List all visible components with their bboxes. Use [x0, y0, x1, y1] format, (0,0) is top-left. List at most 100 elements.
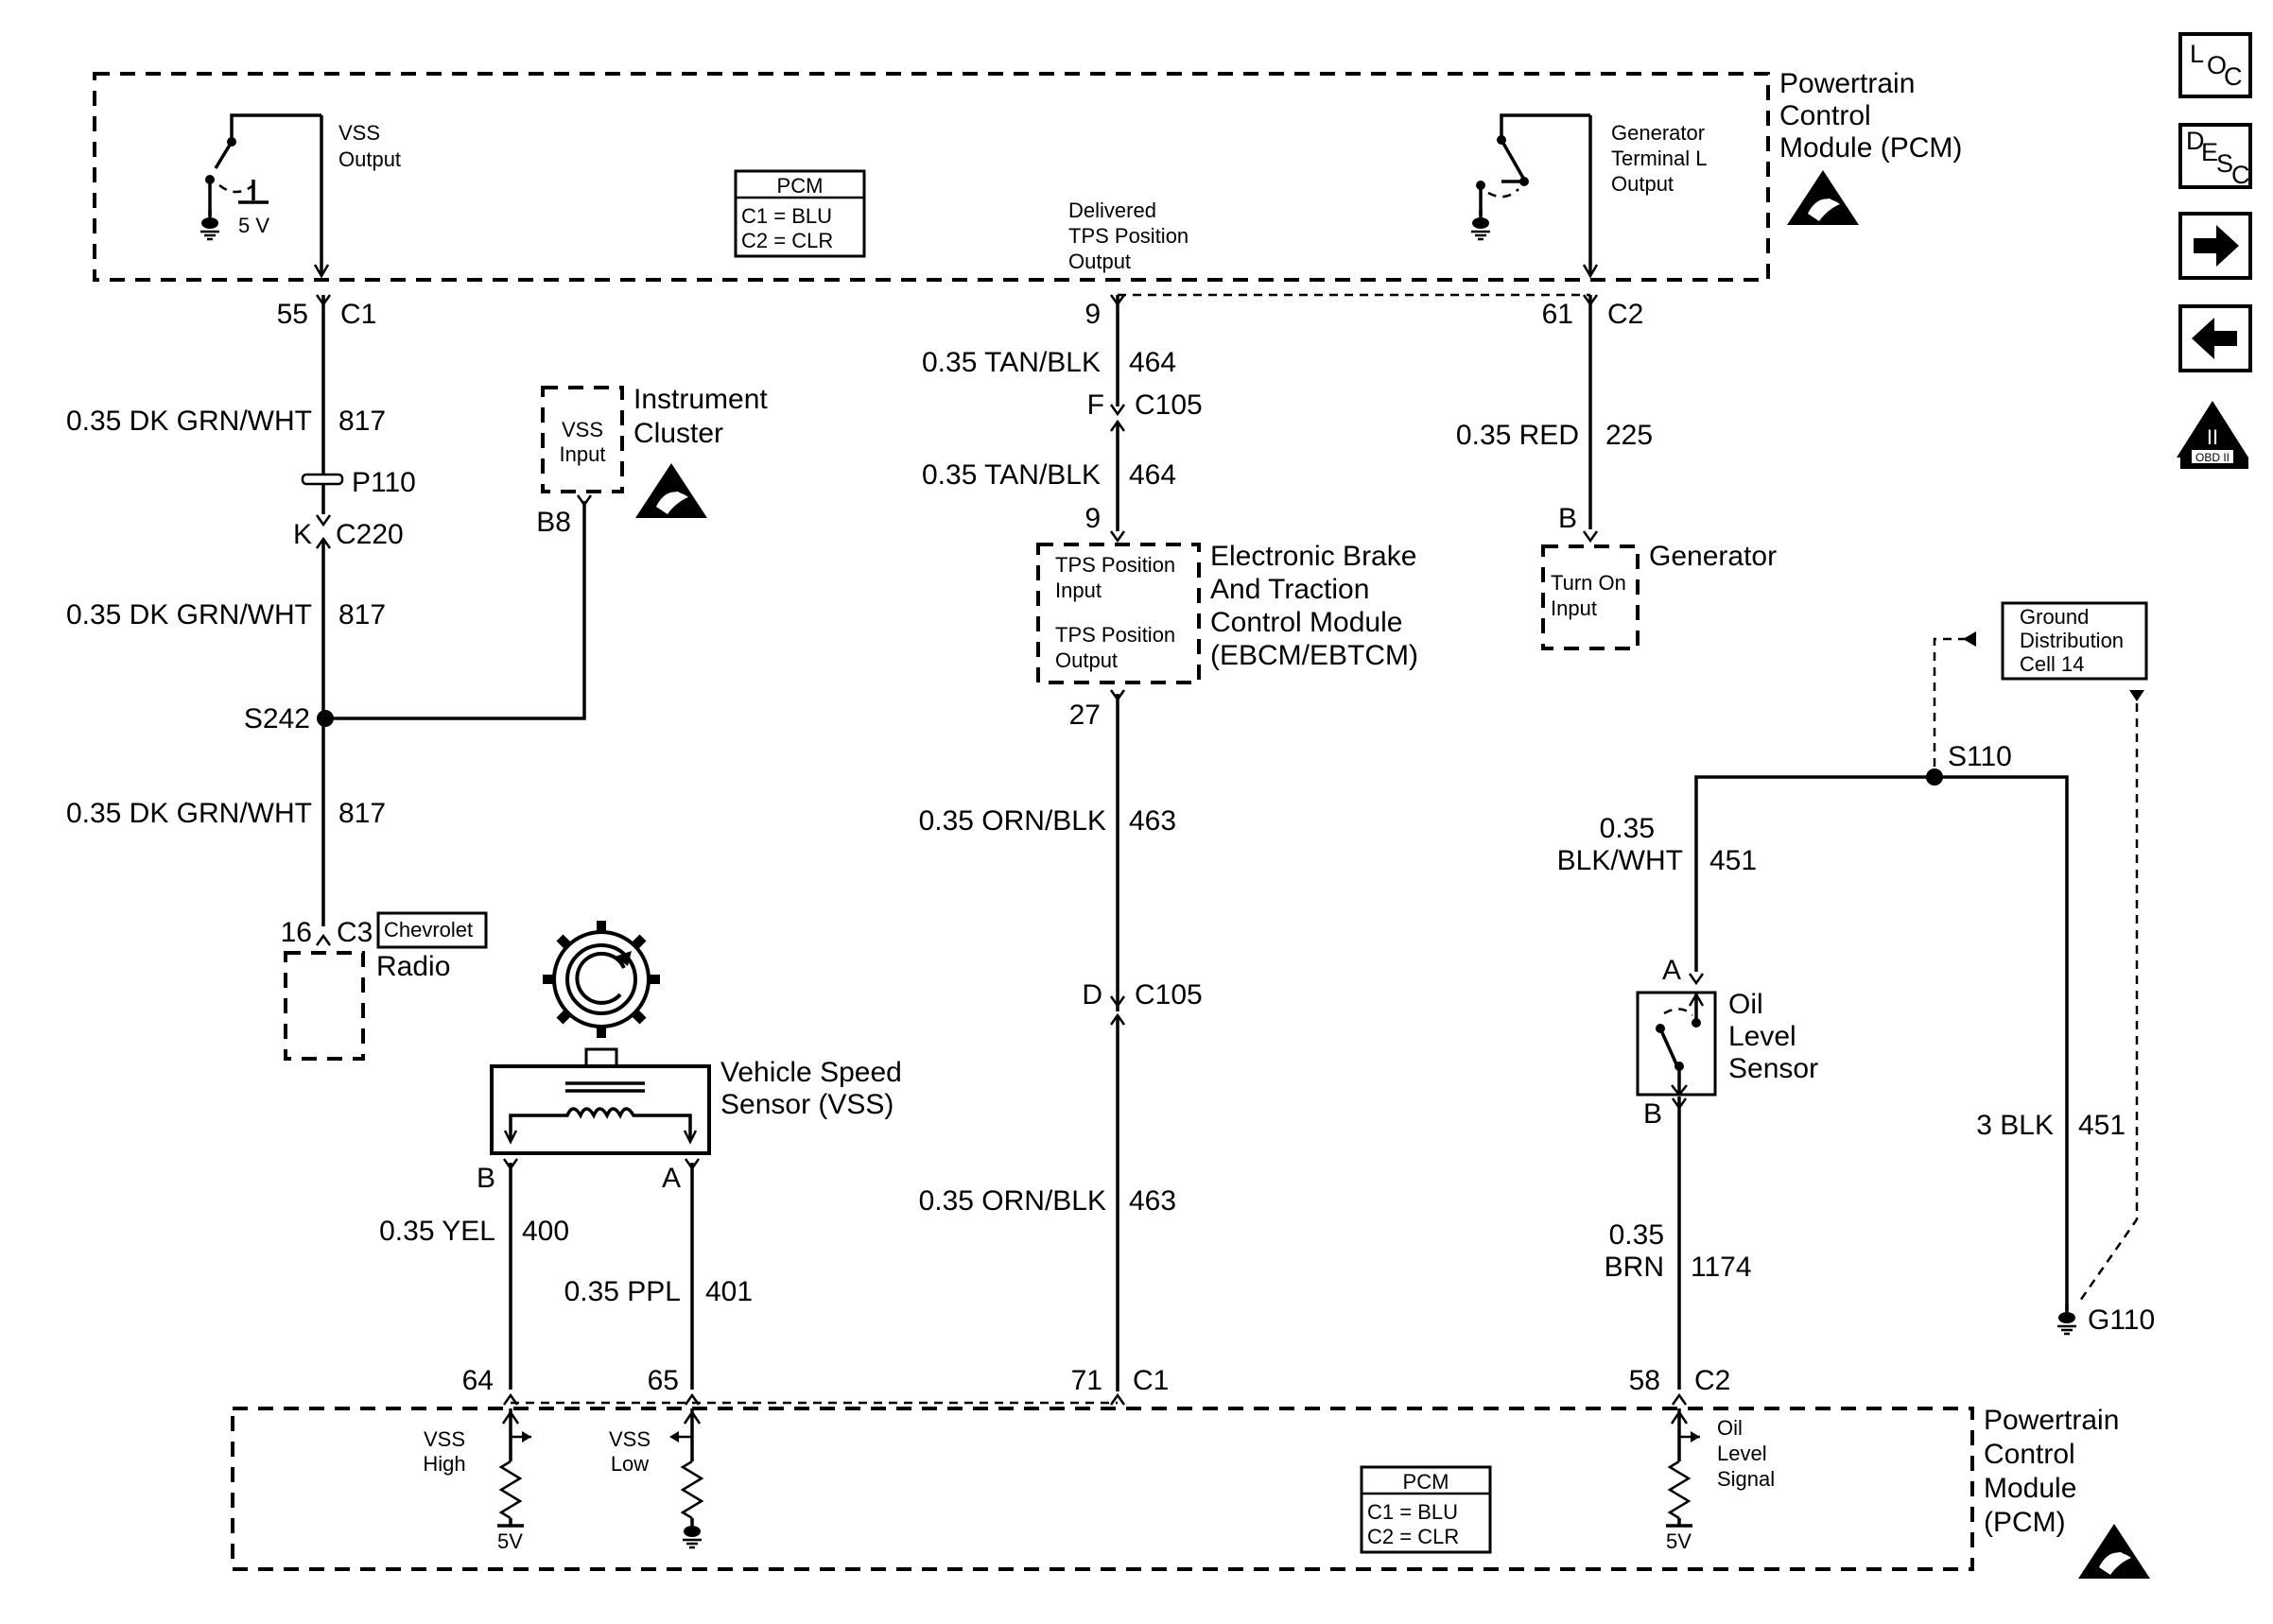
generator-title: Generator — [1649, 541, 1777, 572]
tps-output-label-2: TPS Position — [1068, 224, 1189, 248]
pin-61: 61 — [1542, 299, 1573, 330]
wire-817-number-2: 817 — [338, 599, 386, 631]
vss-pin-a: A — [662, 1163, 681, 1194]
wire-1174-number: 1174 — [1691, 1252, 1752, 1283]
oil-signal-5v: 5V — [1666, 1529, 1692, 1553]
ebcm-box — [1036, 543, 1201, 684]
pin-64: 64 — [462, 1365, 494, 1396]
pcm-bottom-boundary — [231, 1407, 1974, 1571]
vehicle-speed-sensor: Vehicle Speed Sensor (VSS) B A 0.35 YEL … — [379, 921, 1118, 1407]
oil-title-2: Level — [1728, 1021, 1796, 1052]
oil-signal-label-2: Level — [1717, 1442, 1767, 1465]
generator-output-label-3: Output — [1611, 172, 1674, 196]
pin-16: 16 — [281, 917, 312, 948]
five-volt-label: 5 V — [238, 214, 269, 237]
generator-box — [1541, 544, 1640, 650]
ground-g110-icon — [2056, 1303, 2078, 1336]
wire-463-color-2: 0.35 ORN/BLK — [919, 1185, 1106, 1217]
wire-817-color-1: 0.35 DK GRN/WHT — [66, 406, 312, 437]
pcm-legend-top-title: PCM — [777, 174, 824, 198]
oil-level-sensor: A Oil Level Sensor B 0.35 BRN 1174 58 C2 — [1605, 955, 1818, 1407]
nav-loc-o: O — [2207, 51, 2227, 79]
pcm-legend-bottom-c1: C1 = BLU — [1367, 1500, 1458, 1524]
wire-451-color-b: 3 BLK — [1976, 1110, 2054, 1141]
ground-circuit: Ground Distribution Cell 14 S110 0.35 BL… — [1557, 601, 2155, 1336]
nav-prev-button[interactable] — [2178, 304, 2252, 372]
pcm-legend-bottom-title: PCM — [1403, 1470, 1449, 1494]
reluctor-gear-icon — [543, 921, 660, 1038]
connector-c105-d: C105 — [1135, 979, 1203, 1011]
pcm-bottom-title-4: (PCM) — [1984, 1507, 2066, 1538]
vss-low-label-2: Low — [611, 1452, 649, 1476]
wire-451-color-a-1: 0.35 — [1600, 813, 1655, 844]
pin-b-generator: B — [1558, 503, 1577, 534]
wire-1174-color-1: 0.35 — [1609, 1219, 1664, 1251]
pin-27: 27 — [1069, 700, 1101, 731]
wire-463-number-1: 463 — [1129, 805, 1176, 837]
nav-desc-d: D — [2186, 127, 2205, 155]
pin-71: 71 — [1071, 1365, 1102, 1396]
wire-463-number-2: 463 — [1129, 1185, 1176, 1217]
connector-c2-bottom: C2 — [1694, 1365, 1730, 1396]
nav-next-button[interactable] — [2178, 212, 2252, 280]
pin-b8: B8 — [536, 507, 571, 538]
cluster-title-1: Instrument — [633, 384, 768, 415]
connector-c1-top: C1 — [340, 299, 376, 330]
radio-label: Radio — [376, 951, 450, 982]
vss-title-2: Sensor (VSS) — [720, 1089, 894, 1120]
wire-1174-color-2: BRN — [1605, 1252, 1664, 1283]
wire-400-color: 0.35 YEL — [379, 1216, 495, 1247]
generator-output-label-2: Terminal L — [1611, 147, 1707, 170]
nav-obd2-button[interactable]: II OBD II — [2177, 401, 2248, 469]
arrow-right-icon — [2194, 225, 2239, 267]
wire-401-number: 401 — [705, 1276, 753, 1307]
nav-loc-button[interactable]: L O C — [2178, 32, 2252, 98]
wire-817-color-2: 0.35 DK GRN/WHT — [66, 599, 312, 631]
oil-title-3: Sensor — [1728, 1053, 1818, 1084]
ground-distribution-box — [2001, 601, 2148, 681]
pin-55: 55 — [277, 299, 308, 330]
esd-warning-icon — [635, 463, 707, 518]
nav-loc-c: C — [2224, 62, 2243, 91]
wire-225-color: 0.35 RED — [1456, 420, 1579, 451]
wire-451-number-b: 451 — [2078, 1110, 2126, 1141]
ebcm-input-label-1: TPS Position — [1055, 553, 1175, 577]
ground-dist-label-3: Cell 14 — [2020, 652, 2084, 676]
pcm-bottom-title-1: Powertrain — [1984, 1405, 2119, 1436]
wire-400-number: 400 — [522, 1216, 569, 1247]
pin-d: D — [1082, 979, 1102, 1011]
pin-58: 58 — [1629, 1365, 1660, 1396]
wire-451-color-a-2: BLK/WHT — [1557, 845, 1683, 876]
wire-463-color-1: 0.35 ORN/BLK — [919, 805, 1106, 837]
pcm-bottom: Powertrain Control Module (PCM) 5V VSS H… — [231, 1405, 2150, 1579]
splice-s110 — [1926, 769, 1943, 786]
ebcm-title-2: And Traction — [1210, 574, 1369, 605]
vss-high-label-2: High — [423, 1452, 465, 1476]
nav-desc-c: C — [2231, 161, 2250, 189]
nav-desc-e: E — [2201, 138, 2218, 166]
pcm-legend-top-c1: C1 = BLU — [741, 204, 832, 228]
pin-65: 65 — [648, 1365, 679, 1396]
wire-464-number-1: 464 — [1129, 347, 1176, 378]
generator-turn-on-label-2: Input — [1551, 596, 1597, 620]
vss-output-switch: 5 V VSS Output — [199, 113, 401, 279]
generator-turn-on-label-1: Turn On — [1551, 571, 1626, 595]
ebcm-title-3: Control Module — [1210, 607, 1402, 638]
ebcm-output-label-1: TPS Position — [1055, 623, 1175, 647]
vss-output-label-1: VSS — [338, 121, 380, 145]
nav-desc-button[interactable]: D E S C — [2178, 123, 2252, 189]
ebcm-output-label-2: Output — [1055, 648, 1118, 672]
connector-c1-bottom: C1 — [1133, 1365, 1169, 1396]
wire-451-number-a: 451 — [1709, 845, 1757, 876]
wire-464-number-2: 464 — [1129, 459, 1176, 491]
wire-817-color-3: 0.35 DK GRN/WHT — [66, 798, 312, 829]
oil-pin-b: B — [1643, 1098, 1662, 1130]
tps-output-label-3: Output — [1068, 250, 1131, 273]
pcm-legend-top-c2: C2 = CLR — [741, 229, 833, 252]
ebcm-title-4: (EBCM/EBTCM) — [1210, 640, 1418, 671]
pcm-top-title-3: Module (PCM) — [1779, 132, 1962, 164]
vss-high-label-1: VSS — [424, 1427, 465, 1451]
instrument-cluster: VSS Input B8 Instrument Cluster — [536, 384, 768, 538]
oil-signal-label-3: Signal — [1717, 1467, 1775, 1491]
